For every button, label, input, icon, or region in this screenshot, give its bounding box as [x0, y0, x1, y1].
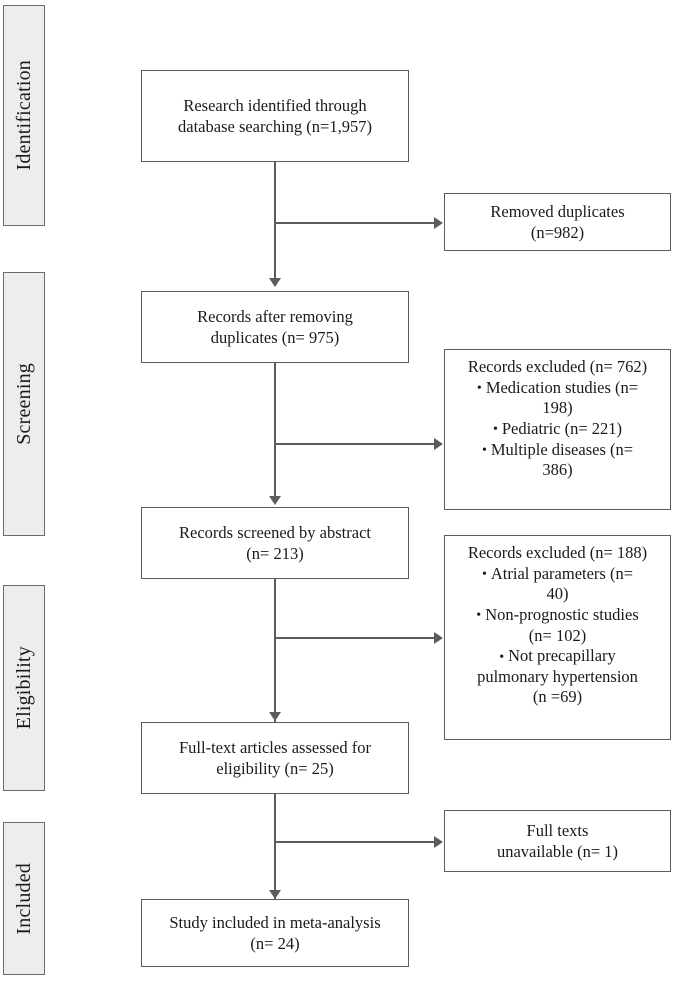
phase-identification: Identification — [3, 5, 45, 226]
bullet-icon: • — [476, 608, 482, 624]
box-records-after-duplicates: Records after removing duplicates (n= 97… — [141, 291, 409, 363]
box-removed-duplicates: Removed duplicates (n=982) — [444, 193, 671, 251]
list-item-label: Not precapillary pulmonary hypertension … — [477, 646, 638, 707]
box-records-identified: Research identified through database sea… — [141, 70, 409, 162]
arrowhead-into-removed-duplicates — [434, 217, 443, 229]
box-study-included: Study included in meta-analysis (n= 24) — [141, 899, 409, 967]
arrowhead-into-included — [269, 890, 281, 899]
connector-identified-to-removed-duplicates — [274, 222, 435, 224]
box-fulltexts-unavailable: Full texts unavailable (n= 1) — [444, 810, 671, 872]
connector-fulltext-to-unavailable — [274, 841, 435, 843]
box-removed-duplicates-text: Removed duplicates (n=982) — [490, 201, 625, 242]
list-item-label: Non-prognostic studies (n= 102) — [485, 604, 639, 645]
box-records-excluded-188: Records excluded (n= 188) •Atrial parame… — [444, 535, 671, 740]
phase-label-eligibility: Eligibility — [12, 646, 35, 730]
bullet-icon: • — [481, 567, 487, 583]
arrowhead-into-screened — [269, 496, 281, 505]
box-records-excluded-188-reasons: •Atrial parameters (n= 40) •Non-prognost… — [453, 564, 662, 708]
arrowhead-into-after-duplicates — [269, 278, 281, 287]
phase-included: Included — [3, 822, 45, 975]
list-item-label: Atrial parameters (n= 40) — [490, 563, 634, 604]
connector-screened-to-excluded-188 — [274, 637, 435, 639]
box-records-screened-text: Records screened by abstract (n= 213) — [179, 522, 371, 563]
phase-screening: Screening — [3, 272, 45, 536]
list-item: •Pediatric (n= 221) — [453, 419, 662, 440]
bullet-icon: • — [476, 381, 482, 397]
bullet-icon: • — [492, 422, 498, 438]
arrowhead-into-unavailable — [434, 836, 443, 848]
arrowhead-into-fulltext — [269, 712, 281, 721]
list-item-label: Multiple diseases (n= 386) — [490, 439, 634, 480]
list-item: •Medication studies (n= 198) — [453, 378, 662, 419]
box-records-identified-text: Research identified through database sea… — [178, 95, 372, 136]
connector-after-duplicates-to-excluded-762 — [274, 443, 435, 445]
box-records-excluded-762-reasons: •Medication studies (n= 198) •Pediatric … — [453, 378, 662, 481]
box-records-excluded-762: Records excluded (n= 762) •Medication st… — [444, 349, 671, 510]
list-item: •Multiple diseases (n= 386) — [453, 440, 662, 481]
list-item-label: Medication studies (n= 198) — [485, 377, 639, 418]
box-records-screened: Records screened by abstract (n= 213) — [141, 507, 409, 579]
phase-label-included: Included — [12, 862, 35, 935]
arrowhead-into-excluded-188 — [434, 632, 443, 644]
list-item: •Not precapillary pulmonary hypertension… — [453, 646, 662, 708]
box-records-after-duplicates-text: Records after removing duplicates (n= 97… — [197, 306, 353, 347]
phase-label-screening: Screening — [12, 363, 35, 445]
list-item-label: Pediatric (n= 221) — [501, 418, 623, 438]
phase-eligibility: Eligibility — [3, 585, 45, 791]
connector-identified-to-after-duplicates — [274, 161, 276, 281]
box-fulltext-assessed: Full-text articles assessed for eligibil… — [141, 722, 409, 794]
list-item: •Non-prognostic studies (n= 102) — [453, 605, 662, 646]
list-item: •Atrial parameters (n= 40) — [453, 564, 662, 605]
box-records-excluded-188-heading: Records excluded (n= 188) — [467, 543, 648, 562]
box-fulltexts-unavailable-text: Full texts unavailable (n= 1) — [496, 820, 619, 861]
phase-label-identification: Identification — [12, 60, 35, 171]
arrowhead-into-excluded-762 — [434, 438, 443, 450]
box-fulltext-assessed-text: Full-text articles assessed for eligibil… — [179, 737, 371, 778]
connector-fulltext-to-included — [274, 793, 276, 905]
connector-after-duplicates-to-screened — [274, 362, 276, 502]
box-study-included-text: Study included in meta-analysis (n= 24) — [169, 912, 381, 953]
connector-screened-to-fulltext — [274, 578, 276, 733]
bullet-icon: • — [481, 442, 487, 458]
bullet-icon: • — [499, 649, 505, 665]
box-records-excluded-762-heading: Records excluded (n= 762) — [467, 357, 648, 376]
